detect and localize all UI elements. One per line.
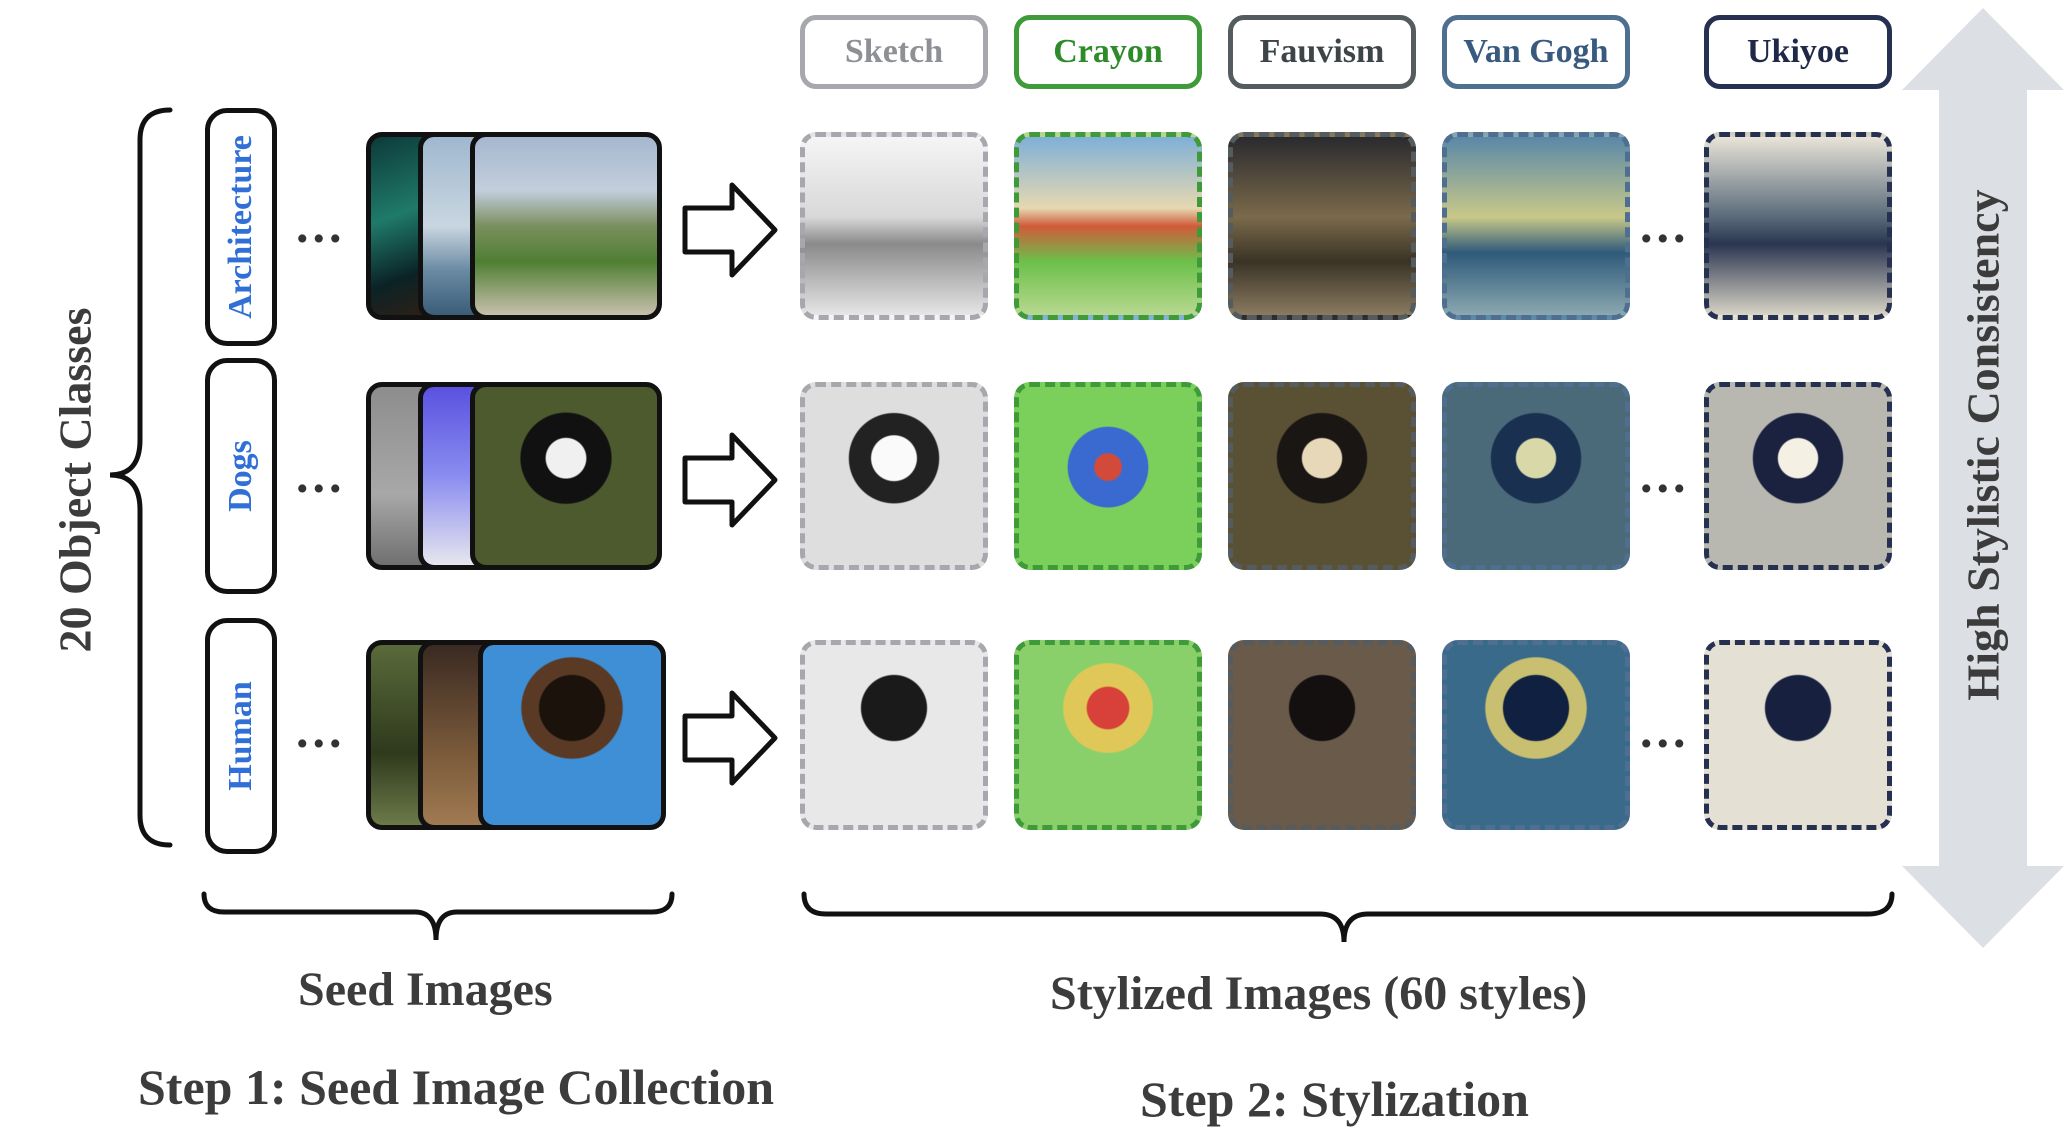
object-classes-title-text: 20 Object Classes	[49, 307, 101, 653]
stylized-image-ukiyoe	[1704, 132, 1892, 320]
style-label-fauvism: Fauvism	[1228, 15, 1416, 89]
style-label-text: Fauvism	[1259, 33, 1385, 70]
stylized-image-fauvism	[1228, 382, 1416, 570]
stylized-image-crayon	[1014, 382, 1202, 570]
class-label-architecture-text: Architecture	[222, 135, 259, 319]
stylized-image-sketch	[800, 382, 988, 570]
right-arrow-icon	[682, 432, 778, 528]
class-label-dogs-text: Dogs	[222, 440, 259, 512]
stylized-image-ukiyoe	[1704, 382, 1892, 570]
seed-image-dogs	[470, 382, 662, 570]
class-label-human: Human	[205, 618, 277, 854]
stylized-image-van-gogh	[1442, 640, 1630, 830]
style-label-text: Ukiyoe	[1747, 33, 1849, 70]
stylized-images-caption: Stylized Images (60 styles)	[1050, 967, 1588, 1020]
seed-image-architecture	[470, 132, 662, 320]
stylized-image-van-gogh	[1442, 382, 1630, 570]
stylized-images-brace	[801, 891, 1895, 943]
right-arrow-icon	[682, 690, 778, 786]
stylized-image-fauvism	[1228, 640, 1416, 830]
stylized-image-ukiyoe	[1704, 640, 1892, 830]
ellipsis: ...	[1640, 702, 1690, 758]
style-label-van-gogh: Van Gogh	[1442, 15, 1630, 89]
ellipsis: ...	[1640, 197, 1690, 253]
style-label-text: Van Gogh	[1463, 33, 1609, 70]
style-label-crayon: Crayon	[1014, 15, 1202, 89]
left-curly-brace	[109, 107, 173, 848]
stylized-image-sketch	[800, 132, 988, 320]
seed-image-human	[478, 640, 666, 830]
stylized-image-fauvism	[1228, 132, 1416, 320]
consistency-double-arrow-icon	[1902, 8, 2064, 948]
right-arrow-icon	[682, 182, 778, 278]
consistency-title-text: High Stylistic Consistency	[1957, 189, 2009, 701]
style-label-text: Crayon	[1053, 33, 1163, 70]
seed-images-caption: Seed Images	[298, 963, 553, 1016]
step1-caption: Step 1: Seed Image Collection	[138, 1059, 775, 1115]
ellipsis: ...	[296, 447, 346, 503]
step2-caption: Step 2: Stylization	[1140, 1071, 1529, 1127]
style-label-text: Sketch	[844, 33, 944, 70]
class-label-architecture: Architecture	[205, 108, 277, 346]
seed-images-brace	[201, 891, 675, 941]
stylized-image-crayon	[1014, 640, 1202, 830]
ellipsis: ...	[296, 197, 346, 253]
ellipsis: ...	[296, 702, 346, 758]
stylized-image-van-gogh	[1442, 132, 1630, 320]
class-label-dogs: Dogs	[205, 358, 277, 594]
style-label-ukiyoe: Ukiyoe	[1704, 15, 1892, 89]
stylized-image-sketch	[800, 640, 988, 830]
class-label-human-text: Human	[222, 681, 259, 791]
stylized-image-crayon	[1014, 132, 1202, 320]
style-label-sketch: Sketch	[800, 15, 988, 89]
ellipsis: ...	[1640, 447, 1690, 503]
